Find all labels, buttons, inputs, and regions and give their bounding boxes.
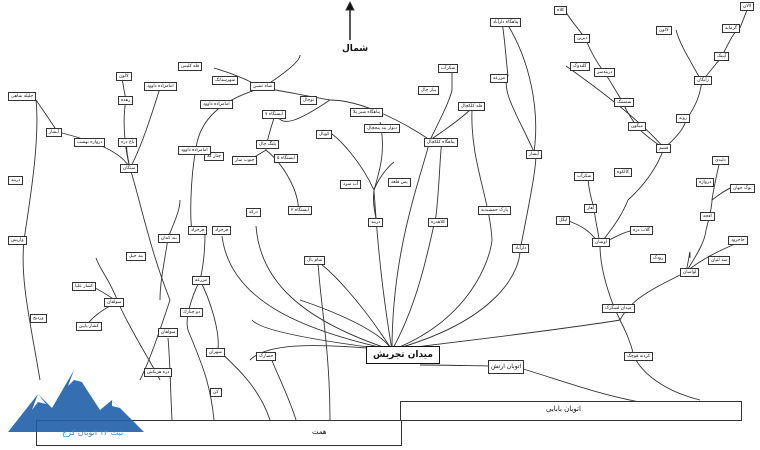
node-shemshak-top: گلندوک bbox=[570, 62, 590, 71]
node-kashar-sofla: کشار پایین bbox=[76, 322, 102, 331]
node-roudak: رودک bbox=[650, 254, 667, 263]
node-zaygan: زایگان bbox=[694, 76, 712, 85]
node-fasham: فشم bbox=[656, 144, 672, 153]
node-shemshak: شمشک bbox=[614, 98, 635, 107]
node-sologhan: سولقان bbox=[104, 298, 125, 307]
node-bagh-jahan: بوک جهان bbox=[730, 184, 755, 193]
node-darreh-harik: دره هریکش bbox=[144, 368, 173, 377]
node-darbandsar: دربندسر bbox=[594, 68, 616, 77]
node-shahrestanak: شهرستانک bbox=[212, 76, 239, 85]
node-garmabeh: گرمابه bbox=[722, 24, 741, 33]
node-farahzad2: فرحزاد bbox=[188, 226, 208, 235]
node-dizin: دیزین bbox=[574, 34, 591, 43]
node-rouneh: روته bbox=[676, 114, 691, 123]
north-label: شمال bbox=[342, 44, 369, 54]
node-pas-ghaleh: پس قلعه bbox=[388, 178, 411, 187]
node-band-kaman: بند کمان bbox=[158, 234, 180, 243]
node-divar-band: دیوار بند پنجچال bbox=[364, 124, 400, 133]
node-park-jamshidieh: پارک جمشیدیه bbox=[478, 206, 512, 215]
node-darvazeh-r: دروازه bbox=[696, 178, 715, 187]
node-jalil-shahi: جلیله شاهی bbox=[8, 92, 37, 101]
node-jajroud: جاجرود bbox=[728, 236, 748, 245]
node-emamzadeh-left: امامزاده داوود bbox=[144, 82, 177, 91]
hemmat-road-label: همت bbox=[312, 428, 327, 436]
node-meydan-lashgarak: میدان لشگرک bbox=[602, 304, 635, 313]
node-darvazeh-behesht: دروازه بهشت bbox=[74, 138, 106, 147]
node-dozdak: دو چنارك bbox=[180, 308, 204, 317]
mountain-logo-icon bbox=[8, 370, 144, 432]
node-darabad-station: پناهگاه دارآباد bbox=[490, 18, 522, 27]
node-shekarab2: شکرآب bbox=[574, 172, 595, 181]
node-vardij: واریش bbox=[8, 236, 27, 245]
node-darband: دربند bbox=[368, 218, 384, 227]
node-kan: کن bbox=[210, 388, 222, 397]
node-igel: ایگل bbox=[556, 216, 571, 225]
node-abshar-left: آبشار bbox=[46, 128, 63, 137]
node-jonoub-sar: جنوب سار bbox=[232, 156, 258, 165]
node-lalon: لالون bbox=[116, 72, 132, 81]
node-emamzadeh: امامزاده داوود bbox=[178, 146, 211, 155]
node-pelang-chal: پلنگ چال bbox=[256, 140, 279, 149]
node-abshar-darabad: آبشار bbox=[526, 150, 543, 159]
node-ahar: آهار bbox=[584, 204, 598, 213]
node-ist7: ایستگاه ۷ bbox=[262, 110, 286, 119]
node-mazraeh: مزرعه bbox=[490, 74, 509, 83]
node-darreh-left: دربند bbox=[8, 176, 24, 185]
node-ist5: ایستگاه ۵ bbox=[274, 154, 298, 163]
node-darabad: دارآباد bbox=[512, 244, 530, 253]
node-chenar-kala: چنار کلا bbox=[204, 152, 224, 161]
node-vardij2: وردیج bbox=[30, 314, 47, 323]
node-bagh-dareh: باغ دره bbox=[118, 138, 138, 147]
node-koopal: کوپال bbox=[316, 130, 333, 139]
node-farhzad: فرحزاد bbox=[212, 226, 232, 235]
node-afjeh: افجه bbox=[700, 212, 715, 221]
node-meygoun: میگون bbox=[628, 122, 646, 131]
node-kolakchal-station: پناهگاه کلکچال bbox=[424, 138, 458, 147]
node-oushan: اوشان bbox=[592, 238, 610, 247]
node-sangan: سنگان bbox=[120, 164, 139, 173]
node-shahran: شهران bbox=[206, 348, 225, 357]
node-lalan: لالان bbox=[740, 2, 755, 11]
node-mazraeh2: مزرعه bbox=[192, 276, 211, 285]
node-shah-neshin: شاه نشین bbox=[250, 82, 275, 91]
node-band-jel: بند جیل bbox=[126, 252, 146, 261]
node-darakeh: درکه bbox=[246, 208, 261, 217]
node-ghaleh-kolah: قله کلیس bbox=[178, 62, 203, 71]
node-ab-sard: آب سرد bbox=[340, 180, 362, 189]
node-ist2: ایستگاه ۲ bbox=[288, 206, 312, 215]
node-lavasan: لواسان bbox=[680, 268, 700, 277]
node-rahdeh: رهده bbox=[118, 96, 134, 105]
node-sad-latian: سد لتیان bbox=[708, 256, 731, 265]
node-shir-pala: پناهگاه شیر پلا bbox=[350, 108, 383, 117]
node-shekar-ab: شکرآب bbox=[438, 64, 459, 73]
node-hesarak: حصارک bbox=[256, 352, 277, 361]
node-kolahdareh: کلاهدره bbox=[428, 218, 449, 227]
babaei-road-bar bbox=[400, 401, 742, 421]
node-kashar-olya: کشار علیا bbox=[72, 282, 97, 291]
node-kalkouh: کالکوه bbox=[614, 168, 633, 177]
node-toochal: توچال bbox=[300, 96, 317, 105]
node-kaloor: کلاه bbox=[554, 6, 568, 15]
node-kolakchal-peak: قله کلکچال bbox=[458, 102, 486, 111]
node-golab-dareh: گلاب دره bbox=[630, 226, 654, 235]
node-emamzadeh-davood: امامزاده داوود bbox=[200, 100, 233, 109]
node-aroos: آیینک bbox=[714, 52, 730, 61]
watermark-text: ثبت ۱۴ اتوبان کرج bbox=[62, 428, 124, 437]
node-piaz-chal: پیاز چال bbox=[418, 86, 440, 95]
babaei-road-label: اتوبان بابایی bbox=[546, 405, 581, 413]
node-kordan: کردنه قوچک bbox=[624, 352, 654, 361]
center-node: میدان تجریش bbox=[366, 346, 440, 364]
node-sologhan2: سولقان bbox=[158, 328, 179, 337]
node-dilidi: دلیدی bbox=[712, 156, 729, 165]
node-arteresh: اتوبان ارتش bbox=[488, 360, 525, 374]
node-lalon2: لالون bbox=[656, 26, 672, 35]
node-sham-bal: شام بال bbox=[304, 256, 326, 265]
